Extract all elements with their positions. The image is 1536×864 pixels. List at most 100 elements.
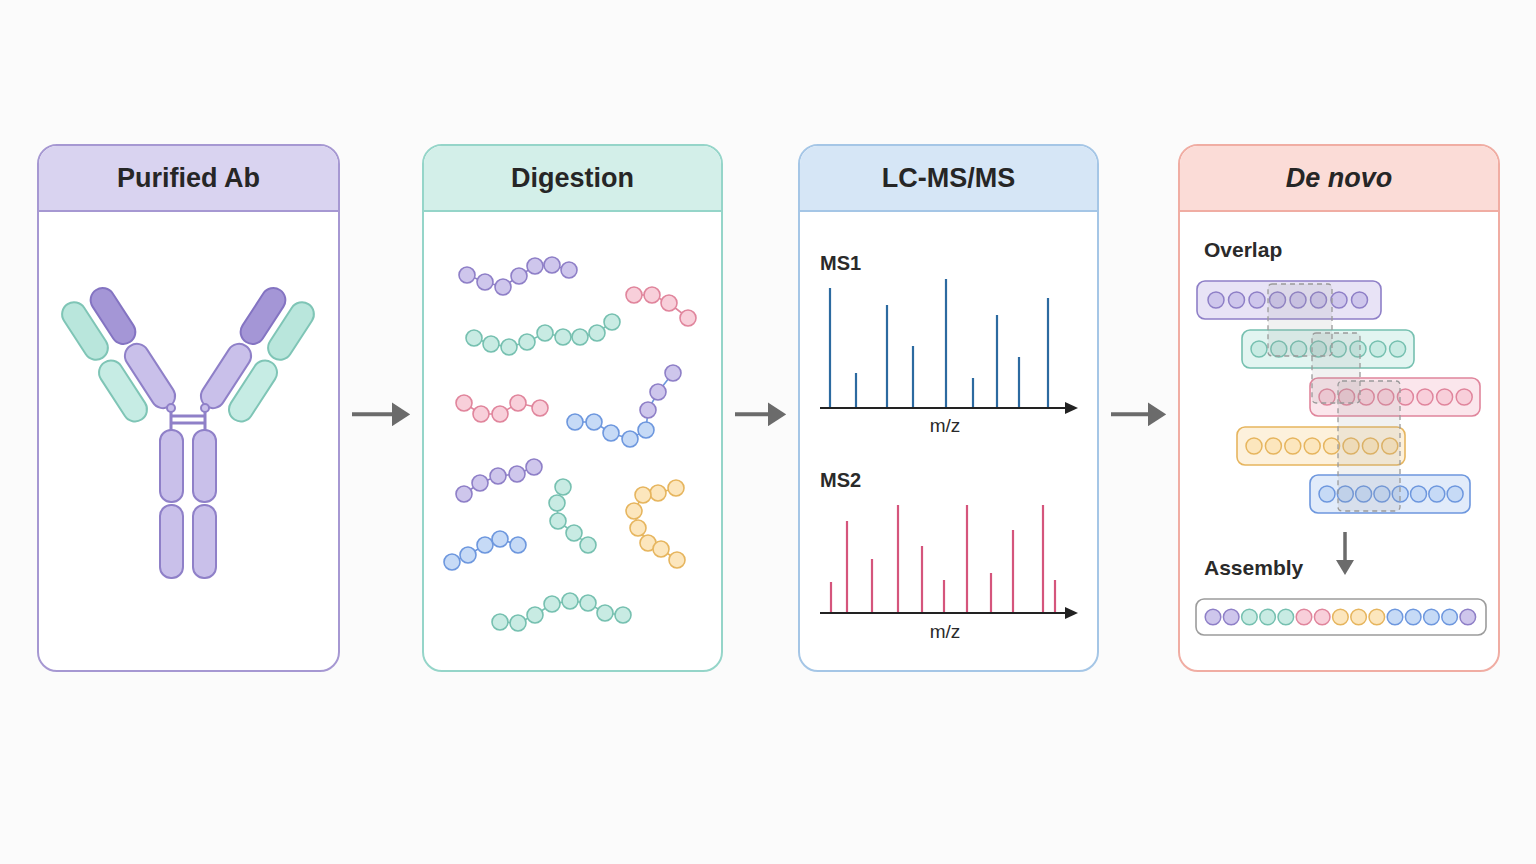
amino-acid xyxy=(1311,292,1327,308)
spectrum-peak xyxy=(1047,298,1049,408)
amino-acid xyxy=(492,614,508,630)
amino-acid xyxy=(1358,389,1374,405)
fc-domain xyxy=(160,505,183,578)
amino-acid xyxy=(1223,609,1239,625)
spectrum-peak xyxy=(829,288,831,408)
amino-acid xyxy=(1362,438,1378,454)
amino-acid xyxy=(653,541,669,557)
heavy-chain-constant xyxy=(120,339,179,412)
fc-domain xyxy=(160,430,183,502)
panel-header: Digestion xyxy=(424,146,721,212)
amino-acid xyxy=(626,503,642,519)
amino-acid xyxy=(650,384,666,400)
spectrum-peak xyxy=(1012,530,1014,613)
heavy-chain-variable xyxy=(236,283,290,348)
amino-acid xyxy=(555,479,571,495)
amino-acid xyxy=(1429,486,1445,502)
overlap-region xyxy=(1312,333,1360,403)
amino-acid xyxy=(1260,609,1276,625)
spectrum-peak xyxy=(945,279,947,408)
peptide-chain xyxy=(567,365,681,447)
amino-acid xyxy=(1437,389,1453,405)
flow-arrow xyxy=(1111,412,1152,416)
amino-acid xyxy=(544,257,560,273)
amino-acid xyxy=(1278,609,1294,625)
amino-acid xyxy=(586,414,602,430)
peptide-chain xyxy=(444,531,526,570)
fragment-bar xyxy=(1310,378,1480,416)
peptide-bond xyxy=(557,487,588,545)
amino-acid xyxy=(1382,438,1398,454)
amino-acid xyxy=(444,554,460,570)
panel-title: Digestion xyxy=(511,163,634,194)
amino-acid xyxy=(1392,486,1408,502)
amino-acid xyxy=(550,513,566,529)
amino-acid xyxy=(661,295,677,311)
amino-acid xyxy=(566,525,582,541)
read-fragment xyxy=(1310,475,1470,513)
heavy-chain-variable xyxy=(86,283,140,348)
amino-acid xyxy=(1352,292,1368,308)
fragment-bar xyxy=(1197,281,1381,319)
peptide-bond xyxy=(474,322,612,347)
amino-acid xyxy=(1265,438,1281,454)
peptide-bond xyxy=(575,373,673,439)
spectrum-peak xyxy=(972,378,974,408)
amino-acid xyxy=(640,402,656,418)
amino-acid xyxy=(1424,609,1440,625)
panel-header: LC-MS/MS xyxy=(800,146,1097,212)
amino-acid xyxy=(650,485,666,501)
amino-acid xyxy=(580,595,596,611)
peptide-bond xyxy=(634,295,688,318)
amino-acid xyxy=(532,400,548,416)
amino-acid xyxy=(1310,341,1326,357)
axis-arrow xyxy=(1065,607,1078,619)
fragment-bar xyxy=(1242,330,1414,368)
sequence-assembly xyxy=(1196,281,1486,635)
amino-acid xyxy=(1285,438,1301,454)
amino-acid xyxy=(1411,486,1427,502)
amino-acid xyxy=(580,537,596,553)
amino-acid xyxy=(477,537,493,553)
spectrum-peak xyxy=(886,305,888,408)
spectrum-peak xyxy=(912,346,914,408)
panel-title: Purified Ab xyxy=(117,163,260,194)
spectrum-peak xyxy=(966,505,968,613)
amino-acid xyxy=(1296,609,1312,625)
spectrum-plot xyxy=(820,505,1078,619)
amino-acid xyxy=(466,330,482,346)
amino-acid xyxy=(1246,438,1262,454)
process-panel: Digestion xyxy=(422,144,723,672)
amino-acid xyxy=(1330,341,1346,357)
amino-acid xyxy=(519,334,535,350)
spectrum-peak xyxy=(921,546,923,613)
amino-acid xyxy=(1229,292,1245,308)
amino-acid xyxy=(459,267,475,283)
spectrum-plot xyxy=(820,279,1078,414)
assembly-arrow-head xyxy=(1336,560,1354,575)
spectrum-peak xyxy=(897,505,899,613)
hinge-joint xyxy=(201,404,209,412)
amino-acid xyxy=(473,406,489,422)
amino-acid xyxy=(1456,389,1472,405)
amino-acid xyxy=(1251,341,1267,357)
amino-acid xyxy=(1337,486,1353,502)
amino-acid xyxy=(644,287,660,303)
amino-acid xyxy=(1331,292,1347,308)
amino-acid xyxy=(510,615,526,631)
panel-header: Purified Ab xyxy=(39,146,338,212)
amino-acid xyxy=(1442,609,1458,625)
overlap-region xyxy=(1338,381,1400,511)
amino-acid xyxy=(1339,389,1355,405)
peptide-chain xyxy=(626,480,685,568)
spectrum-peak xyxy=(996,315,998,408)
amino-acid xyxy=(635,487,651,503)
panel-title: LC-MS/MS xyxy=(882,163,1015,194)
panel-header: De novo xyxy=(1180,146,1498,212)
amino-acid xyxy=(1208,292,1224,308)
peptide-bond xyxy=(464,467,534,494)
amino-acid xyxy=(1356,486,1372,502)
amino-acid xyxy=(1205,609,1221,625)
overlap-region xyxy=(1268,284,1332,356)
